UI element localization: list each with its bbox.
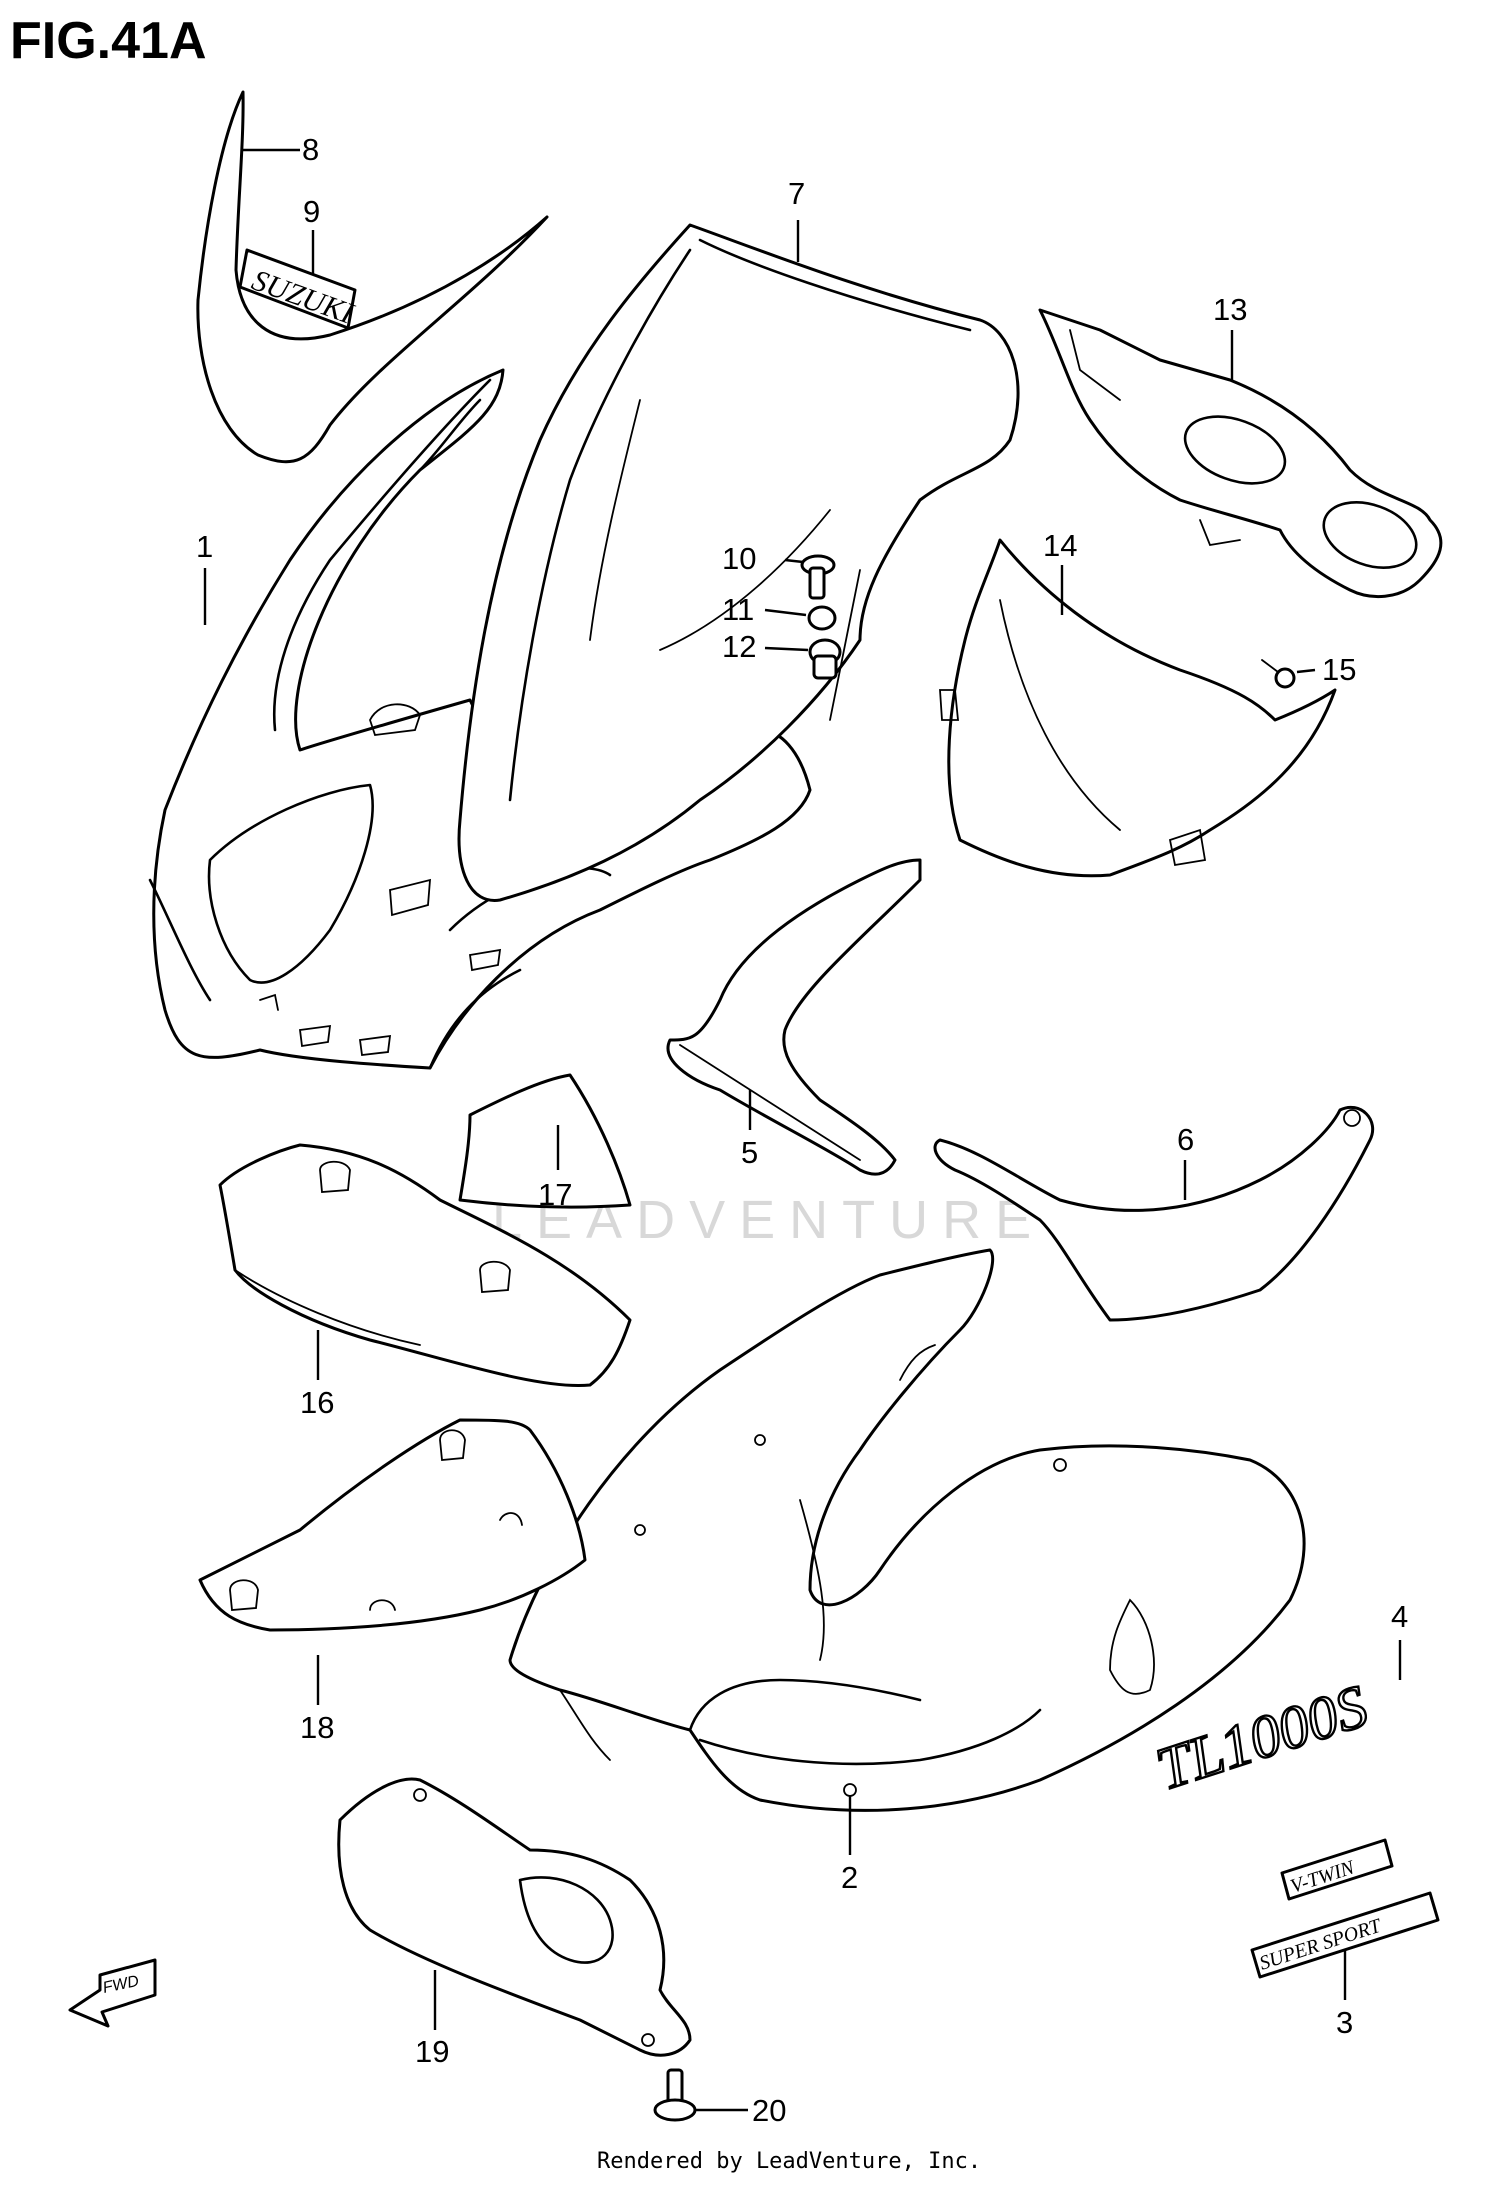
callout-1[interactable]: 1 [196, 529, 213, 564]
part-2-lower-cowling[interactable] [508, 1248, 1306, 1812]
figure-title: FIG.41A [10, 12, 207, 70]
callout-11[interactable]: 11 [722, 592, 754, 627]
callout-15[interactable]: 15 [1322, 652, 1356, 687]
part-6-side-panel[interactable] [933, 1105, 1375, 1322]
callout-17[interactable]: 17 [538, 1177, 572, 1212]
callout-14[interactable]: 14 [1043, 528, 1077, 563]
callout-20[interactable]: 20 [752, 2093, 786, 2128]
fwd-arrow: FWD [68, 1958, 157, 2028]
part-5-inner-stay[interactable] [666, 858, 922, 1176]
part-8-side-stripe[interactable] [196, 90, 549, 464]
callout-2[interactable]: 2 [841, 1860, 858, 1895]
part-12-well-nut[interactable] [808, 638, 842, 680]
part-19-under-cover[interactable] [337, 1777, 692, 2057]
part-16-lower-inner-cover[interactable] [218, 1143, 632, 1388]
part-11-washer[interactable] [807, 605, 837, 631]
part-13-instrument-bracket[interactable] [1038, 308, 1443, 599]
part-18-lower-inner-panel[interactable] [198, 1418, 587, 1632]
part-10-screw[interactable] [800, 554, 836, 600]
fastener-axis-line [829, 569, 861, 721]
callout-13[interactable]: 13 [1213, 292, 1247, 327]
callout-labels: 8 9 7 13 1 10 11 12 14 15 5 6 17 16 18 2… [196, 132, 1408, 2128]
callout-6[interactable]: 6 [1177, 1122, 1194, 1157]
leader-lines [203, 148, 1402, 2112]
part-7-windscreen[interactable] [457, 223, 1020, 902]
footer-credit: Rendered by LeadVenture, Inc. [597, 2149, 981, 2174]
part-17-inner-panel[interactable] [458, 1073, 632, 1209]
callout-3[interactable]: 3 [1336, 2005, 1353, 2040]
callout-5[interactable]: 5 [741, 1135, 758, 1170]
callout-4[interactable]: 4 [1391, 1599, 1408, 1634]
part-20-bolt[interactable] [653, 2068, 697, 2122]
callout-10[interactable]: 10 [722, 541, 756, 576]
part-9-suzuki-decal[interactable]: SUZUKI [238, 248, 359, 331]
callout-19[interactable]: 19 [415, 2034, 449, 2069]
part-14-inner-panel[interactable] [939, 538, 1337, 878]
callout-7[interactable]: 7 [788, 176, 805, 211]
part-15-screw[interactable] [1261, 659, 1296, 689]
callout-18[interactable]: 18 [300, 1710, 334, 1745]
callout-8[interactable]: 8 [302, 132, 319, 167]
callout-12[interactable]: 12 [722, 629, 756, 664]
callout-9[interactable]: 9 [303, 194, 320, 229]
callout-16[interactable]: 16 [300, 1385, 334, 1420]
